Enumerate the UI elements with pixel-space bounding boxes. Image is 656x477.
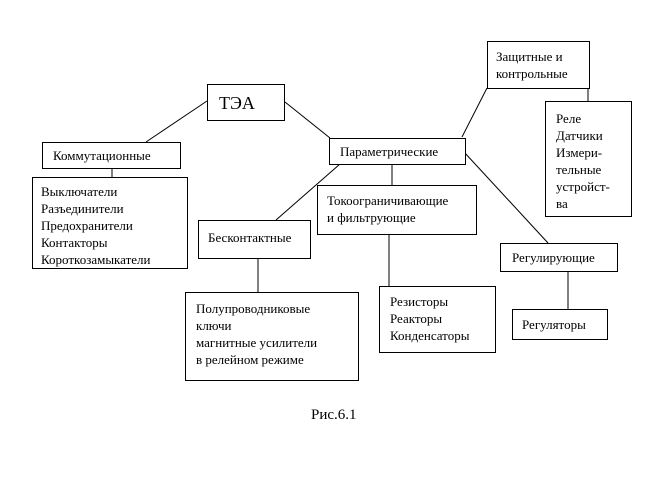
node-limiting-label-1: Токоограничивающие (327, 193, 449, 208)
link-parametric-regulating (463, 151, 549, 244)
link-root-switching (145, 100, 208, 143)
node-protective: Защитные и контрольные (487, 41, 590, 89)
item-devices-1: устройст- (556, 179, 610, 194)
item-regulators: Регуляторы (522, 317, 586, 332)
item-breakers: Выключатели (41, 184, 118, 199)
item-measuring-2: тельные (556, 162, 602, 177)
node-limiting-items: Резисторы Реакторы Конденсаторы (379, 286, 496, 353)
item-short-circuiters: Короткозамыкатели (41, 252, 151, 267)
item-capacitors: Конденсаторы (390, 328, 470, 343)
node-switching-items: Выключатели Разъединители Предохранители… (32, 177, 188, 269)
node-contactless: Бесконтактные (198, 220, 311, 259)
node-protective-label-1: Защитные и (496, 49, 563, 64)
item-reactors: Реакторы (390, 311, 443, 326)
node-contactless-items: Полупроводниковые ключи магнитные усилит… (185, 292, 359, 381)
node-parametric-label: Параметрические (340, 144, 439, 159)
node-parametric: Параметрические (329, 138, 466, 165)
item-semiconductor: Полупроводниковые (196, 301, 311, 316)
item-magnetic-amplifiers: магнитные усилители (196, 335, 318, 350)
node-regulating-label: Регулирующие (512, 250, 595, 265)
node-contactless-label: Бесконтактные (208, 230, 292, 245)
item-resistors: Резисторы (390, 294, 449, 309)
node-protective-items: Реле Датчики Измери- тельные устройст- в… (545, 101, 632, 217)
item-sensors: Датчики (556, 128, 603, 143)
node-switching-label: Коммутационные (53, 148, 151, 163)
node-regulating: Регулирующие (500, 243, 618, 272)
node-root-label: ТЭА (219, 93, 255, 113)
item-relay: Реле (556, 111, 582, 126)
link-parametric-contactless (275, 163, 341, 221)
item-contactors: Контакторы (41, 235, 108, 250)
node-limiting-label-2: и фильтрующие (327, 210, 416, 225)
item-fuses: Предохранители (41, 218, 133, 233)
figure-caption: Рис.6.1 (311, 407, 357, 423)
item-disconnectors: Разъединители (41, 201, 124, 216)
item-relay-mode: в релейном режиме (196, 352, 304, 367)
node-root: ТЭА (207, 84, 285, 121)
link-parametric-protective (461, 87, 488, 138)
node-limiting: Токоограничивающие и фильтрующие (317, 185, 477, 235)
node-protective-label-2: контрольные (496, 66, 568, 81)
item-devices-2: ва (556, 196, 568, 211)
link-root-parametric (284, 101, 331, 139)
node-regulating-items: Регуляторы (512, 309, 608, 340)
node-switching: Коммутационные (42, 142, 181, 169)
item-keys: ключи (196, 318, 232, 333)
item-measuring-1: Измери- (556, 145, 603, 160)
